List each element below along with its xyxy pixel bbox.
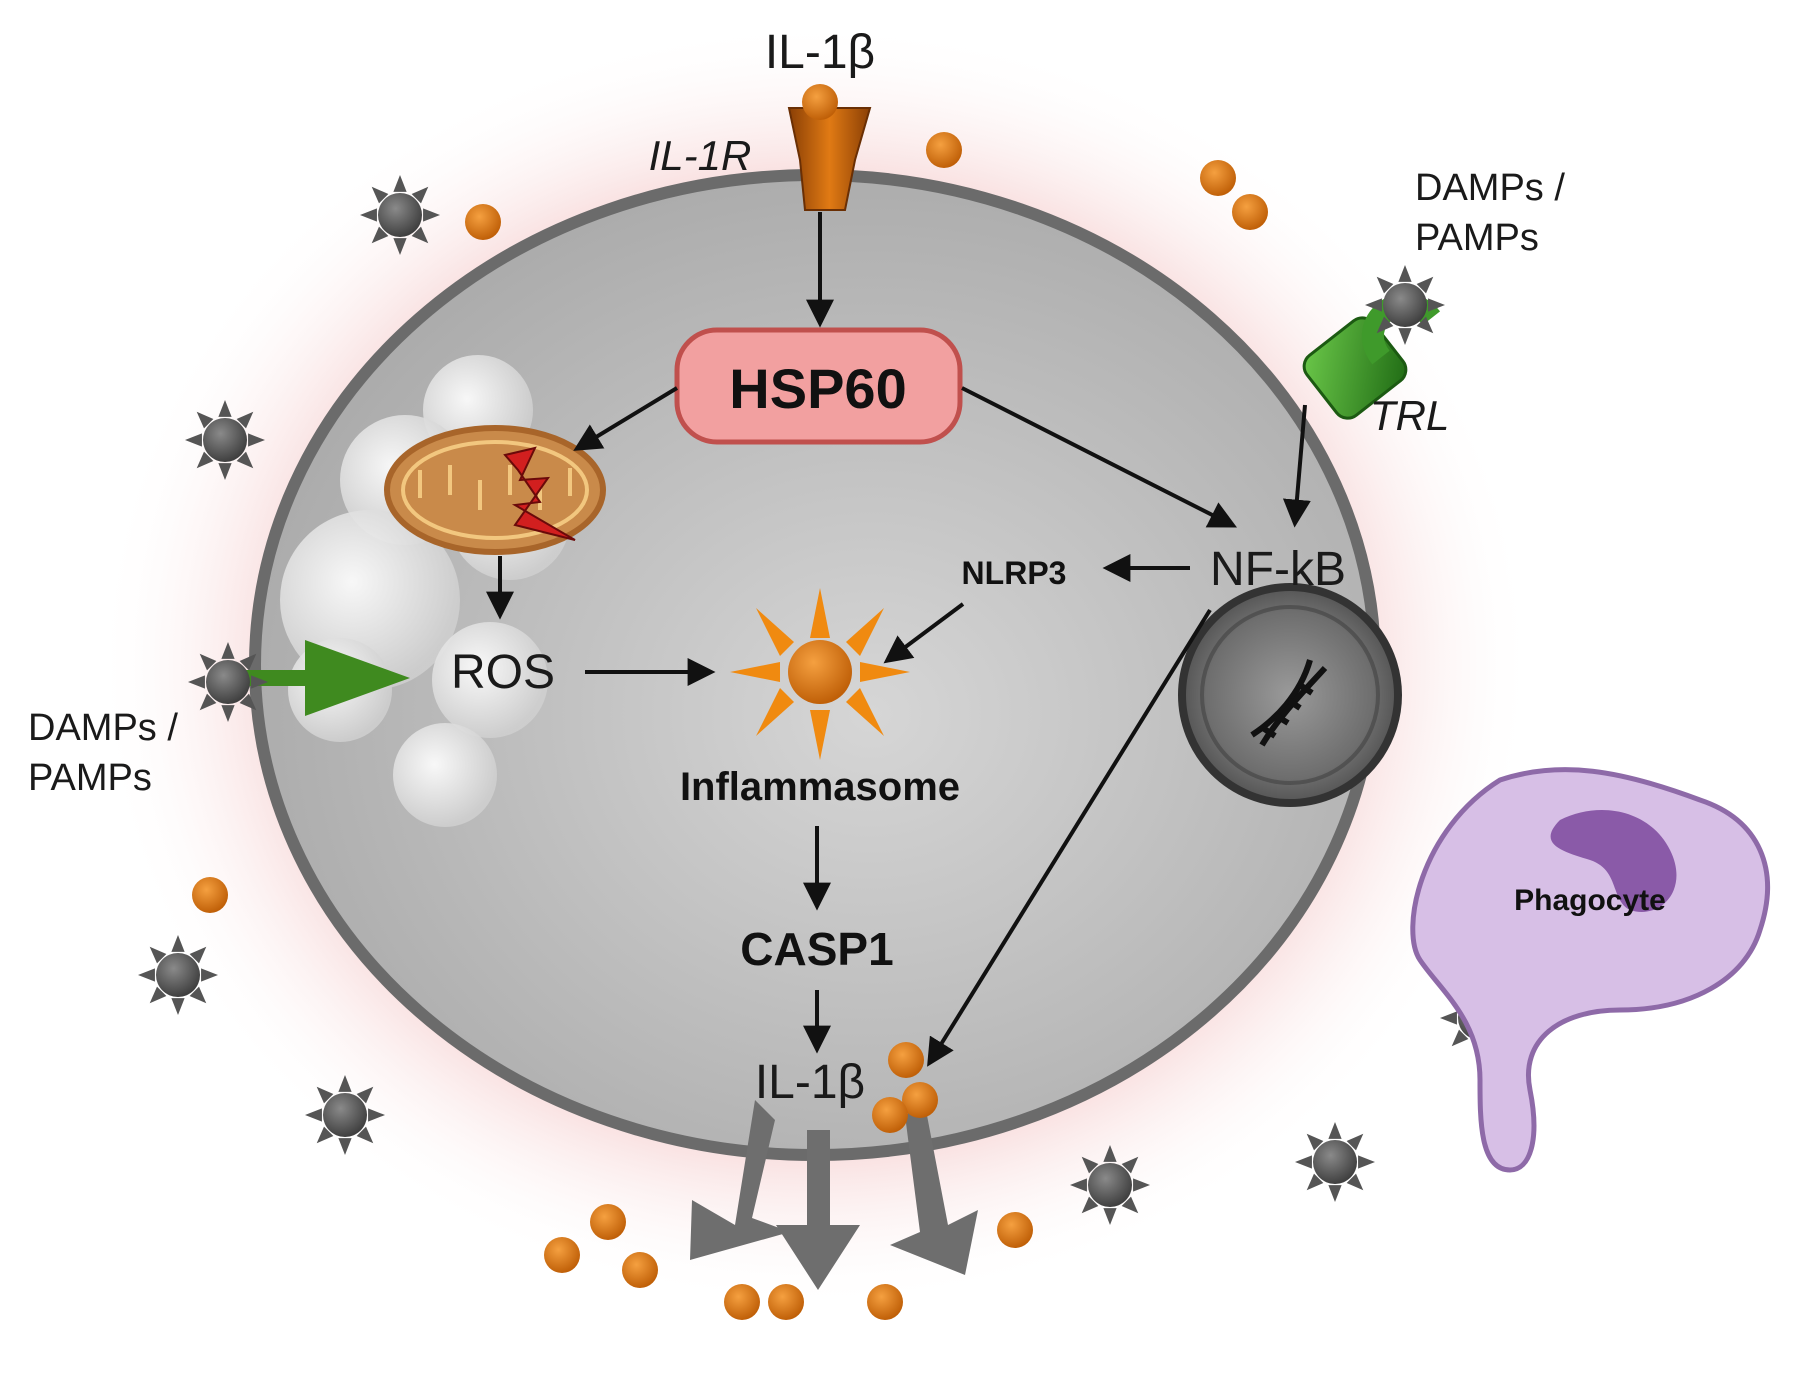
il1b-particle-icon xyxy=(997,1212,1033,1248)
casp1-label: CASP1 xyxy=(740,923,893,975)
il1b-particle-icon xyxy=(724,1284,760,1320)
il1b-particle-icon xyxy=(888,1042,924,1078)
release-arrow-center xyxy=(776,1130,860,1290)
phagocyte-label: Phagocyte xyxy=(1514,884,1666,917)
pathway-arrows xyxy=(486,212,1311,1067)
phagocyte xyxy=(1410,767,1770,1173)
damps-right-label-line1: DAMPs / xyxy=(1415,167,1565,209)
il1b-particle-icon xyxy=(926,132,962,168)
il1b-particle-icon xyxy=(872,1097,908,1133)
arrow-trl-to-nfkb xyxy=(1282,404,1311,528)
damp-star-particle-icon xyxy=(305,1075,385,1155)
damps-left-label-line2: PAMPs xyxy=(28,757,152,799)
vesicle-cluster xyxy=(280,355,570,827)
arrow-nfkb-to-il1b xyxy=(927,608,1212,1067)
phagocyte-nucleus xyxy=(1550,810,1677,912)
il1b-particle-icon xyxy=(465,204,501,240)
mitochondrion xyxy=(384,425,606,555)
il1b-particle-icon xyxy=(768,1284,804,1320)
il1r-label: IL-1R xyxy=(649,132,752,179)
damps-right-label-line2: PAMPs xyxy=(1415,217,1539,259)
inflammasome-label: Inflammasome xyxy=(680,765,960,809)
arrow-nlrp3-to-inflammasome xyxy=(883,602,965,664)
il1b-top-label: IL-1β xyxy=(765,26,875,79)
il1b-particle-icon xyxy=(590,1204,626,1240)
damp-star-particle-icon xyxy=(360,175,440,255)
inflammasome-icon xyxy=(730,588,910,760)
damp-star-particle-icon xyxy=(185,400,265,480)
il1b-particle-icon xyxy=(192,877,228,913)
il1b-particles xyxy=(192,84,1268,1320)
release-arrows xyxy=(690,1100,978,1290)
il1b-particle-icon xyxy=(544,1237,580,1273)
release-arrow-right xyxy=(890,1105,978,1275)
nlrp3-label: NLRP3 xyxy=(962,555,1067,591)
damp-star-particle-icon xyxy=(138,935,218,1015)
arrow-hsp60-to-mito xyxy=(573,386,679,451)
damp-particles xyxy=(138,175,1520,1225)
il1b-particle-icon xyxy=(1200,160,1236,196)
damps-left-label-line1: DAMPs / xyxy=(28,707,178,749)
damp-star-particle-icon xyxy=(1295,1122,1375,1202)
damp-star-particle-icon xyxy=(1070,1145,1150,1225)
il1r-receptor xyxy=(787,107,872,211)
il1b-particle-icon xyxy=(902,1082,938,1118)
damp-star-particle-icon xyxy=(188,642,268,722)
dna-icon xyxy=(1250,659,1328,747)
nfkb-label: NF-kB xyxy=(1210,543,1346,596)
il1b-particle-icon xyxy=(867,1284,903,1320)
il1b-particle-icon xyxy=(622,1252,658,1288)
hsp60-label: HSP60 xyxy=(729,357,906,420)
il1b-bottom-label: IL-1β xyxy=(755,1056,865,1109)
lightning-bolt-icon xyxy=(503,446,576,541)
il1b-particle-icon xyxy=(1232,194,1268,230)
hsp60-node xyxy=(674,327,963,445)
il1b-particle-icon xyxy=(802,84,838,120)
release-arrow-left xyxy=(690,1100,790,1260)
trl-label: TRL xyxy=(1370,392,1449,439)
arrow-hsp60-to-nfkb xyxy=(961,386,1237,528)
ros-label: ROS xyxy=(451,646,555,699)
damp-star-particle-icon xyxy=(1365,265,1445,345)
